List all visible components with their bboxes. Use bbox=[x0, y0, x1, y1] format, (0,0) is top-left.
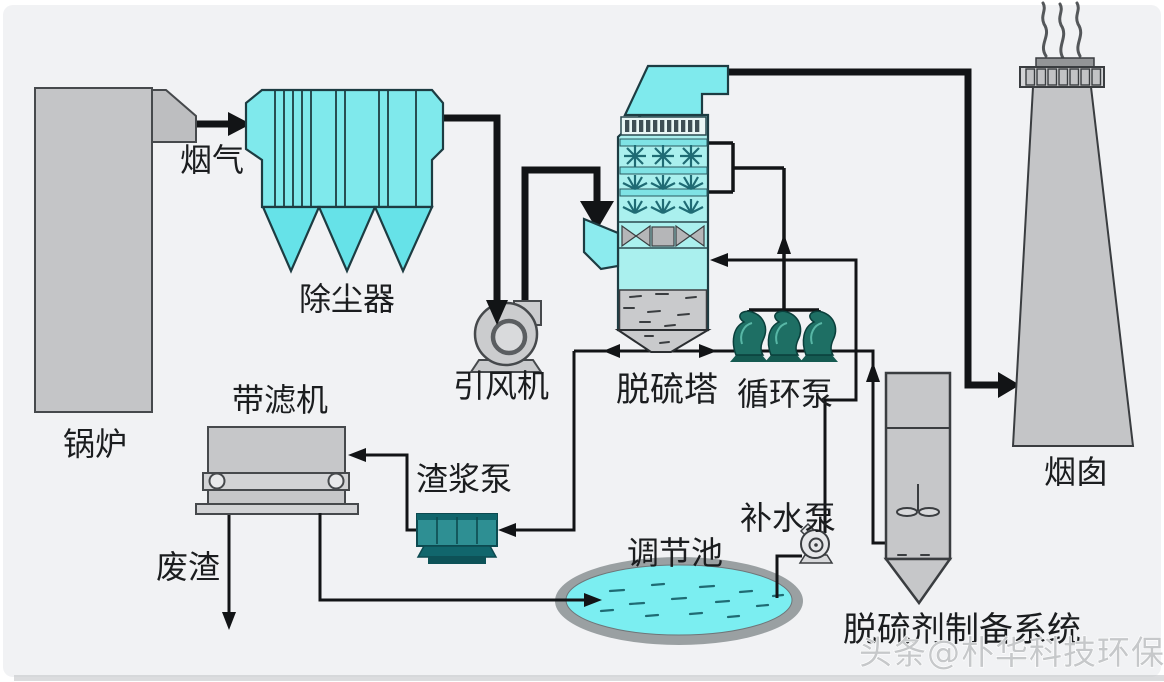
makeup-pump-impeller bbox=[808, 537, 824, 553]
waste-residue-arrowhead bbox=[222, 612, 236, 630]
belt-filter-lower-box bbox=[207, 489, 346, 505]
collector-to-fan-duct-line bbox=[443, 114, 501, 300]
chimney bbox=[1011, 1, 1135, 447]
chimney-inlet-arrowhead bbox=[998, 372, 1020, 398]
slurry-water-pipes bbox=[222, 141, 886, 630]
collector-hopper-3 bbox=[373, 205, 434, 274]
dust-collector-label: 除尘器 bbox=[299, 280, 395, 318]
chimney-shaft bbox=[1011, 86, 1135, 447]
induced-draft-fan bbox=[469, 118, 543, 373]
pool-inlet-arrowhead bbox=[584, 593, 602, 607]
bottom-shadow bbox=[14, 675, 1164, 681]
tower-cone bbox=[614, 329, 712, 353]
induced-draft-fan-label: 引风机 bbox=[453, 367, 549, 405]
fan-inlet-arrowhead bbox=[486, 300, 508, 325]
slag-pump-segments bbox=[436, 517, 478, 544]
boiler-outlet-duct bbox=[151, 89, 197, 143]
circulation-pump-1 bbox=[729, 310, 769, 363]
slag-pump-foot bbox=[428, 557, 486, 564]
spray-riser-arrowhead bbox=[777, 234, 791, 254]
filtrate-pipe bbox=[318, 513, 589, 602]
smoke-wisps bbox=[1041, 1, 1083, 60]
gas-distributor-band bbox=[619, 221, 707, 249]
slag-pump-inlet-arrowhead bbox=[498, 523, 516, 537]
collector-hopper-2 bbox=[317, 205, 377, 274]
slag-pump-base bbox=[416, 545, 498, 558]
slag-slurry-pump bbox=[416, 513, 498, 564]
agitator-blade-left bbox=[896, 507, 918, 517]
desulfurizer-prep-system-label: 脱硫剂制备系统 bbox=[843, 610, 1081, 650]
circulation-pump-label: 循环泵 bbox=[737, 375, 833, 413]
demister-elements bbox=[625, 120, 700, 132]
spray-header-2 bbox=[619, 166, 708, 175]
makeup-suction-pipe bbox=[775, 554, 802, 598]
dust-collector-plates bbox=[274, 91, 417, 206]
desulfurizer-prep-tank bbox=[883, 371, 953, 606]
tower-outlet-duct bbox=[623, 64, 730, 117]
belt-filter-label: 带滤机 bbox=[232, 381, 328, 419]
water-makeup-pump bbox=[798, 522, 834, 564]
to-slag-pump-arrowhead bbox=[603, 344, 620, 358]
belt-filter-inlet-arrowhead bbox=[348, 448, 366, 462]
belt-filter bbox=[195, 426, 359, 515]
boiler bbox=[34, 87, 197, 413]
waste-residue-label: 废渣 bbox=[156, 548, 220, 586]
spray-nozzles-row1 bbox=[622, 143, 704, 169]
slag-slurry-pump-label: 渣浆泵 bbox=[416, 460, 512, 498]
boiler-body bbox=[34, 87, 153, 413]
belt-filter-upper-box bbox=[207, 426, 346, 474]
spray-header-3 bbox=[619, 188, 708, 197]
tower-reagent-arrowhead bbox=[710, 253, 728, 267]
collector-hopper-1 bbox=[261, 205, 321, 274]
desulfurization-tower bbox=[582, 64, 730, 353]
regulating-pool bbox=[318, 513, 803, 645]
prep-tank-body bbox=[884, 371, 952, 561]
circulation-pump-3 bbox=[799, 310, 839, 363]
to-circ-pumps-arrowhead bbox=[699, 344, 717, 358]
tower-to-chimney-duct-line bbox=[726, 68, 999, 389]
makeup-discharge-pipe bbox=[823, 351, 858, 533]
fan-inlet-ring bbox=[490, 318, 528, 356]
chimney-label: 烟囱 bbox=[1044, 453, 1108, 491]
tower-inlet-arrowhead bbox=[580, 201, 614, 230]
reagent-feed-pipe bbox=[715, 258, 858, 351]
spray-header-1 bbox=[619, 138, 708, 147]
dust-collector bbox=[244, 88, 445, 274]
spray-nozzles-row3 bbox=[621, 197, 705, 215]
diagram-labels: 锅炉 烟气 除尘器 引风机 脱硫塔 循环泵 烟囱 带滤机 渣浆泵 废渣 调节池 … bbox=[63, 141, 1164, 673]
boiler-outlet-arrowhead bbox=[228, 112, 251, 136]
makeup-pump-hub bbox=[814, 543, 818, 547]
water-makeup-pump-label: 补水泵 bbox=[740, 499, 836, 537]
prep-tank-pipe bbox=[856, 349, 886, 545]
watermark-text: 头条@朴华科技环保 bbox=[859, 633, 1164, 672]
tower-inlet-duct bbox=[582, 217, 620, 271]
fan-to-tower-duct-line bbox=[521, 166, 601, 305]
circulation-pumps bbox=[729, 310, 839, 363]
spray-nozzles-row2 bbox=[621, 173, 705, 191]
prep-tank-arrowhead bbox=[866, 362, 880, 382]
chimney-crown-blocks bbox=[1025, 68, 1102, 86]
chimney-cap-bar bbox=[1035, 57, 1095, 68]
belt-roller-right bbox=[327, 472, 345, 490]
blowdown-pipe bbox=[504, 351, 576, 532]
boiler-label: 锅炉 bbox=[63, 425, 127, 463]
slurry-marks bbox=[623, 293, 697, 344]
belt-filter-base bbox=[195, 503, 359, 515]
regulating-pool-label: 调节池 bbox=[627, 534, 723, 572]
agitator-blade-right bbox=[918, 507, 940, 517]
pool-ripples bbox=[599, 582, 785, 619]
prep-tank-cone bbox=[883, 557, 953, 606]
slag-pump-discharge-pipe bbox=[364, 453, 417, 532]
flue-gas-label: 烟气 bbox=[180, 141, 244, 179]
belt-roller-left bbox=[208, 472, 226, 490]
circulation-pump-2 bbox=[764, 310, 804, 363]
desulfurization-tower-label: 脱硫塔 bbox=[616, 370, 718, 410]
